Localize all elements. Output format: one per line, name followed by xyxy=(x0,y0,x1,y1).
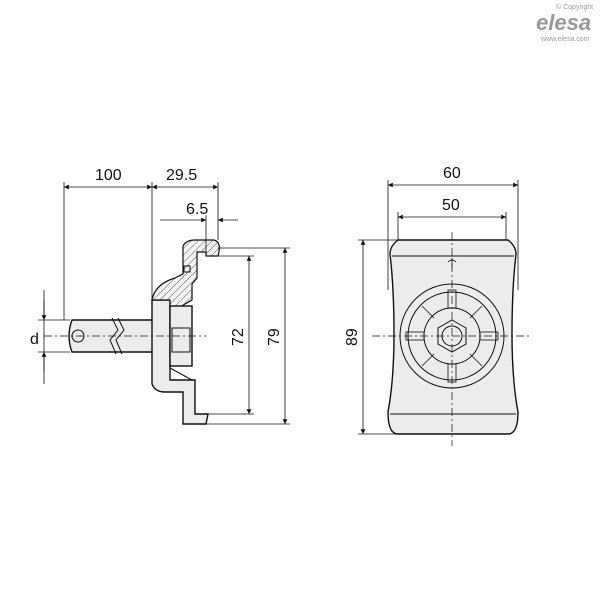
hub-chamfer-line xyxy=(169,367,193,381)
brand-block: © Copyright elesa www.elesa.com xyxy=(536,3,593,43)
brand-url: www.elesa.com xyxy=(540,36,590,43)
front-view: 60 50 89 xyxy=(344,165,530,446)
dim-89-label: 89 xyxy=(344,328,361,346)
dim-6-label: 6.5 xyxy=(186,201,208,218)
dim-72-label: 72 xyxy=(230,328,247,346)
copyright-text: © Copyright xyxy=(556,3,593,11)
rim-pin xyxy=(183,265,191,273)
dim-79-label: 79 xyxy=(266,328,283,346)
wheel-lower-body xyxy=(151,299,209,425)
dim-d-label: d xyxy=(30,331,39,348)
dim-100-label: 100 xyxy=(95,167,122,184)
elesa-logo: elesa xyxy=(536,10,591,35)
dim-29-label: 29.5 xyxy=(166,167,197,184)
side-view: d 100 29.5 6.5 72 79 xyxy=(30,167,290,425)
shaft-break-line xyxy=(109,317,119,355)
handle-body xyxy=(387,239,519,435)
wheel-upper-section xyxy=(151,239,220,309)
dim-60-label: 60 xyxy=(443,165,461,182)
shaft-break-line-2 xyxy=(115,317,125,355)
hub-nut xyxy=(171,327,191,353)
dim-50-label: 50 xyxy=(442,197,460,214)
